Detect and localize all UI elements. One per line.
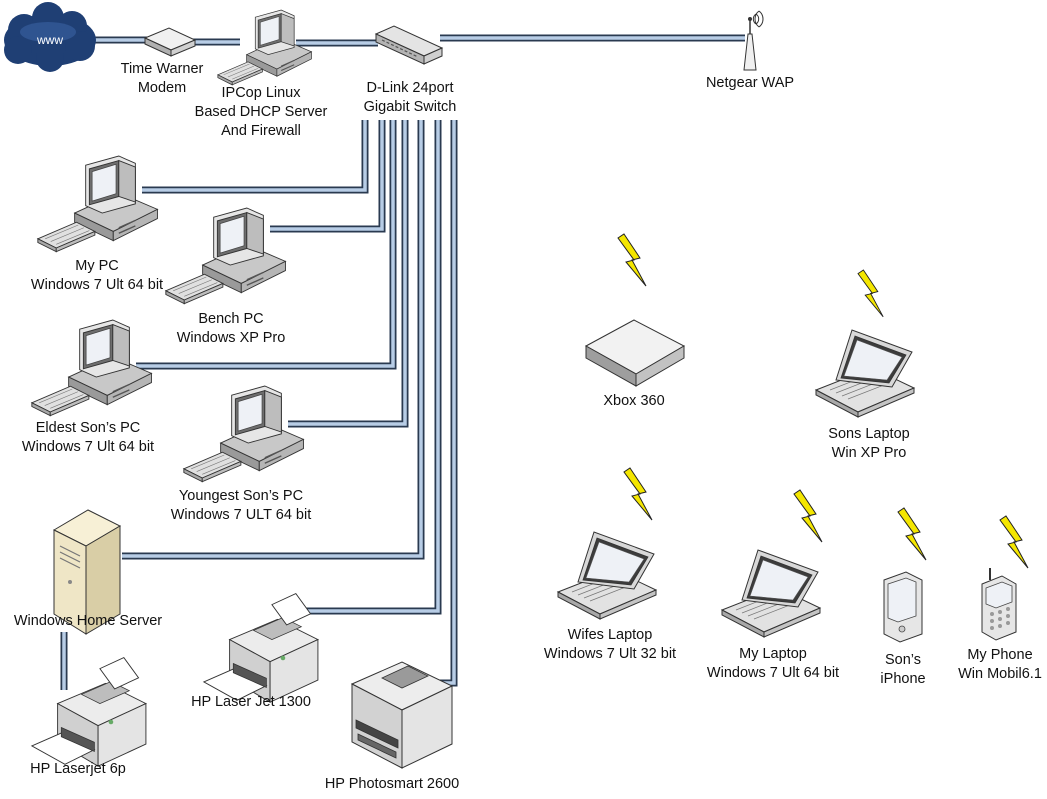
sons-laptop-icon xyxy=(815,329,915,418)
cable-photosmart xyxy=(430,120,458,687)
my-pc-icon xyxy=(37,155,159,253)
photosmart-label: HP Photosmart 2600 xyxy=(324,776,460,792)
my-phone-wireless-icon xyxy=(999,515,1029,569)
home-server-label: Windows Home Server xyxy=(13,613,163,629)
my-phone-icon xyxy=(981,568,1017,641)
laserjet-6p-label: HP Laserjet 6p xyxy=(30,761,126,777)
sons-iphone-wireless-icon xyxy=(897,507,927,561)
internet-cloud-label: www xyxy=(36,33,63,47)
laserjet-1300-icon xyxy=(203,593,319,703)
internet-cloud: www xyxy=(4,2,96,72)
cable-my-pc xyxy=(142,120,369,194)
xbox-icon xyxy=(584,319,686,387)
laserjet-6p-icon xyxy=(31,657,147,767)
modem-icon xyxy=(143,27,197,57)
laserjet-1300-label: HP Laser Jet 1300 xyxy=(191,694,311,710)
wap-icon xyxy=(743,10,764,71)
xbox-label: Xbox 360 xyxy=(603,393,665,409)
home-server-icon xyxy=(52,509,122,635)
my-laptop-icon xyxy=(721,549,821,638)
my-laptop-wireless-icon xyxy=(793,489,823,543)
bench-pc-icon xyxy=(165,207,287,305)
cable-bench-pc xyxy=(270,120,386,233)
sons-iphone-icon xyxy=(883,571,923,643)
youngest-pc-icon xyxy=(183,385,305,483)
wifes-laptop-wireless-icon xyxy=(623,467,653,521)
cable-home-server xyxy=(122,120,425,560)
cable-youngest-pc xyxy=(288,120,409,428)
photosmart-icon xyxy=(350,661,454,769)
firewall-pc-icon xyxy=(217,9,312,86)
wap-label: Netgear WAP xyxy=(705,75,795,91)
switch-icon xyxy=(374,25,444,65)
xbox-wireless-icon xyxy=(617,233,647,287)
cable-eldest-pc xyxy=(136,120,397,370)
cable-laserjet-1300 xyxy=(300,120,442,615)
sons-laptop-wireless-icon xyxy=(857,269,884,318)
eldest-pc-icon xyxy=(31,319,153,417)
wifes-laptop-icon xyxy=(557,531,657,620)
